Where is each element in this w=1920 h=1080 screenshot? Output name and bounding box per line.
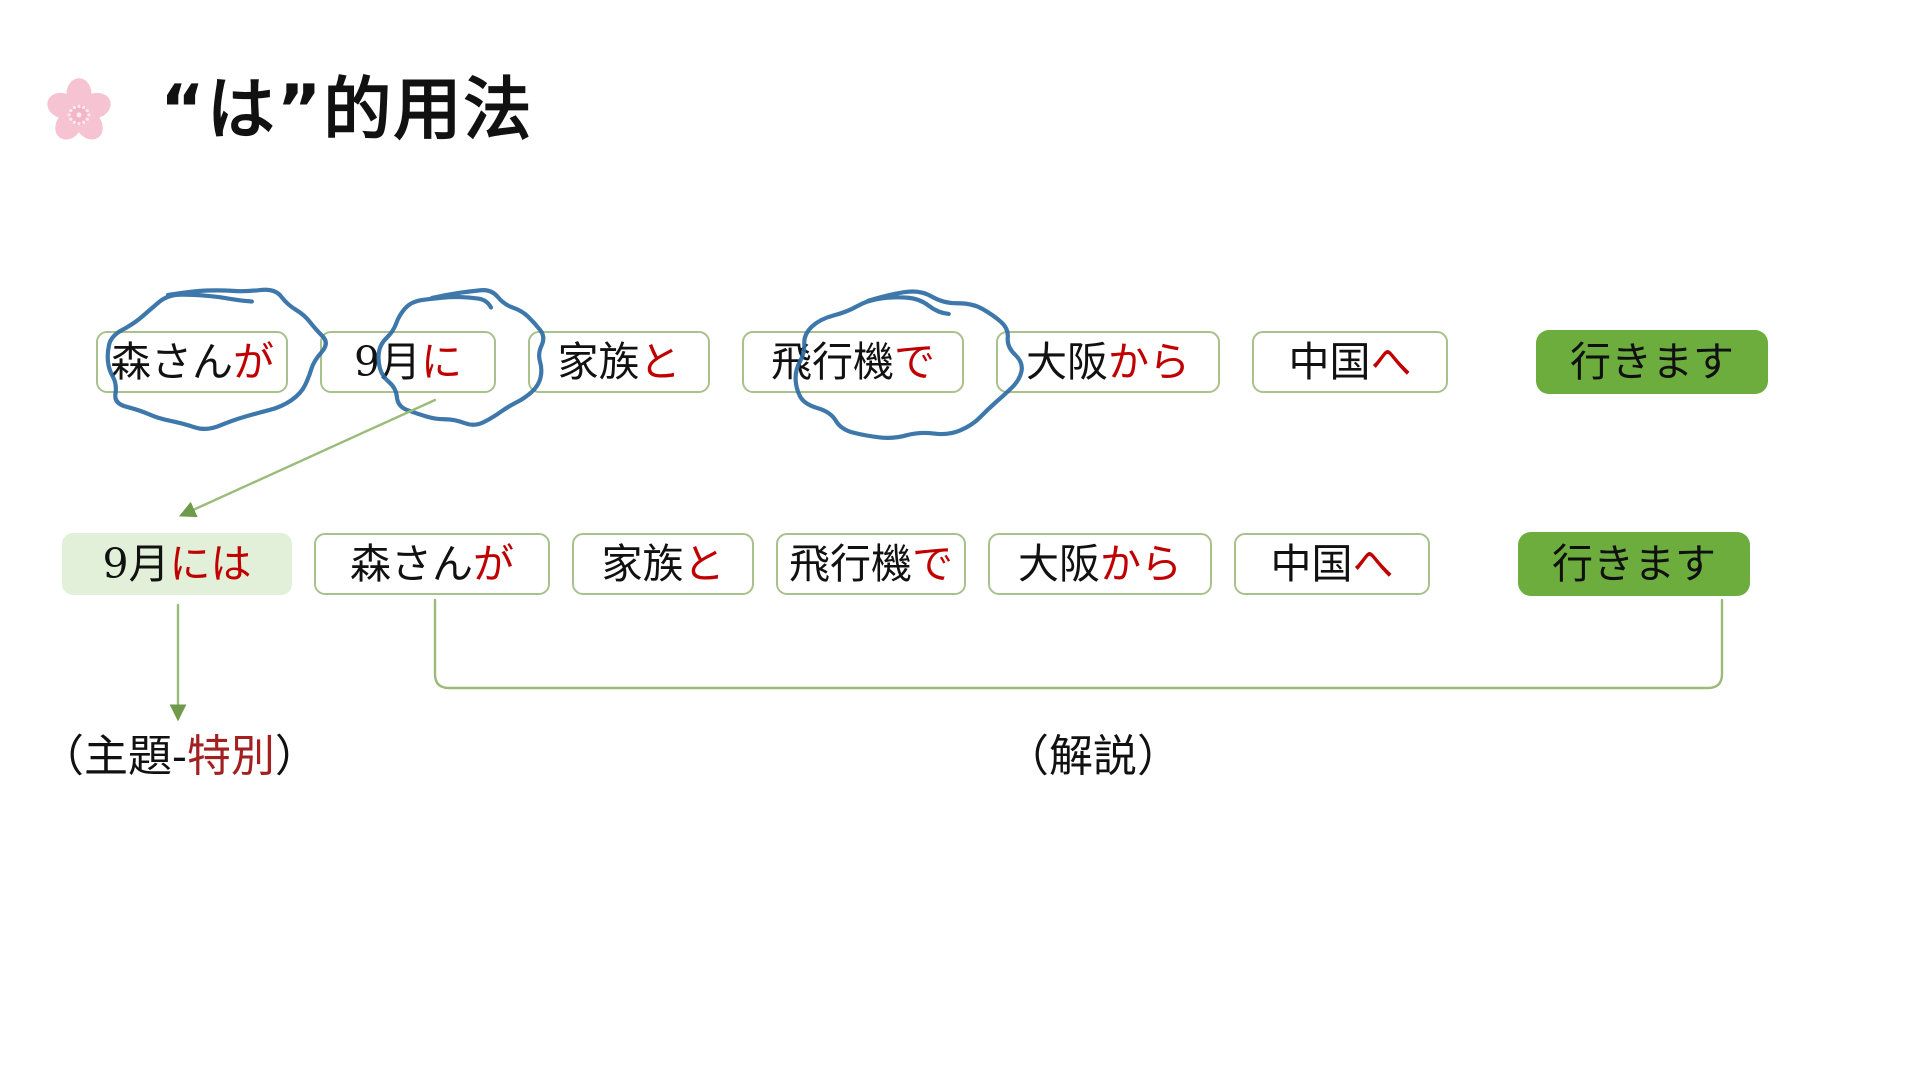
phrase-chip[interactable]: 家族と <box>572 533 754 595</box>
chip-particle-text: が <box>233 337 274 386</box>
slide-title-row: “は”的用法 <box>40 72 533 150</box>
phrase-chip[interactable]: 飛行機で <box>776 533 966 595</box>
chip-particle-text: と <box>639 337 681 386</box>
chip-particle-text: へ <box>1370 337 1412 386</box>
phrase-chip[interactable]: 9月に <box>320 331 496 393</box>
chip-particle-text: が <box>473 539 514 588</box>
chip-base-text: 飛行機 <box>789 539 912 588</box>
phrase-chip[interactable]: 中国へ <box>1234 533 1430 595</box>
chip-base-text: 9月 <box>353 337 422 386</box>
chip-base-text: 中国 <box>1288 337 1371 386</box>
chip-particle-text: に <box>421 337 463 386</box>
chip-particle-text: へ <box>1352 539 1394 588</box>
phrase-chip[interactable]: 行きます <box>1518 532 1750 596</box>
chip-particle-text: から <box>1108 337 1190 386</box>
caption-topic: （主題-特別） <box>40 735 319 779</box>
phrase-chip[interactable]: 森さんが <box>96 331 288 393</box>
chip-base-text: 大阪 <box>1018 539 1100 588</box>
phrase-chip[interactable]: 行きます <box>1536 330 1768 394</box>
chip-base-text: 行きます <box>1570 337 1734 386</box>
phrase-chip[interactable]: 飛行機で <box>742 331 964 393</box>
chip-particle-text: と <box>683 539 725 588</box>
chip-particle-text: で <box>912 539 953 588</box>
phrase-chip[interactable]: 大阪から <box>996 331 1220 393</box>
topic-move-arrow <box>178 398 437 518</box>
phrase-chip[interactable]: 中国へ <box>1252 331 1448 393</box>
chip-particle-text: で <box>894 337 935 386</box>
sakura-flower-icon <box>47 78 111 140</box>
page-title: “は”的用法 <box>160 71 534 150</box>
chip-base-text: 行きます <box>1552 539 1716 588</box>
caption-topic-suffix: ） <box>274 731 319 782</box>
rewritten-sentence-row: 9月には森さんが家族と飛行機で大阪から中国へ行きます <box>62 532 1750 596</box>
chip-base-text: 飛行機 <box>771 337 894 386</box>
chip-base-text: 大阪 <box>1026 337 1108 386</box>
chip-base-text: 家族 <box>601 539 684 588</box>
phrase-chip[interactable]: 9月には <box>62 533 292 595</box>
chip-base-text: 森さん <box>110 337 233 386</box>
chip-base-text: 中国 <box>1270 539 1353 588</box>
caption-comment: （解説） <box>1005 731 1181 782</box>
chip-particle-text: から <box>1100 539 1182 588</box>
phrase-chip[interactable]: 大阪から <box>988 533 1212 595</box>
chip-base-text: 家族 <box>557 337 640 386</box>
caption-topic-prefix: （主題- <box>40 731 187 782</box>
phrase-chip[interactable]: 森さんが <box>314 533 550 595</box>
chip-particle-text: には <box>169 539 252 588</box>
chip-base-text: 森さん <box>350 539 473 588</box>
chip-base-text: 9月 <box>102 539 170 588</box>
phrase-chip[interactable]: 家族と <box>528 331 710 393</box>
comment-bracket <box>433 598 1724 690</box>
caption-topic-emphasis: 特別 <box>186 731 275 782</box>
